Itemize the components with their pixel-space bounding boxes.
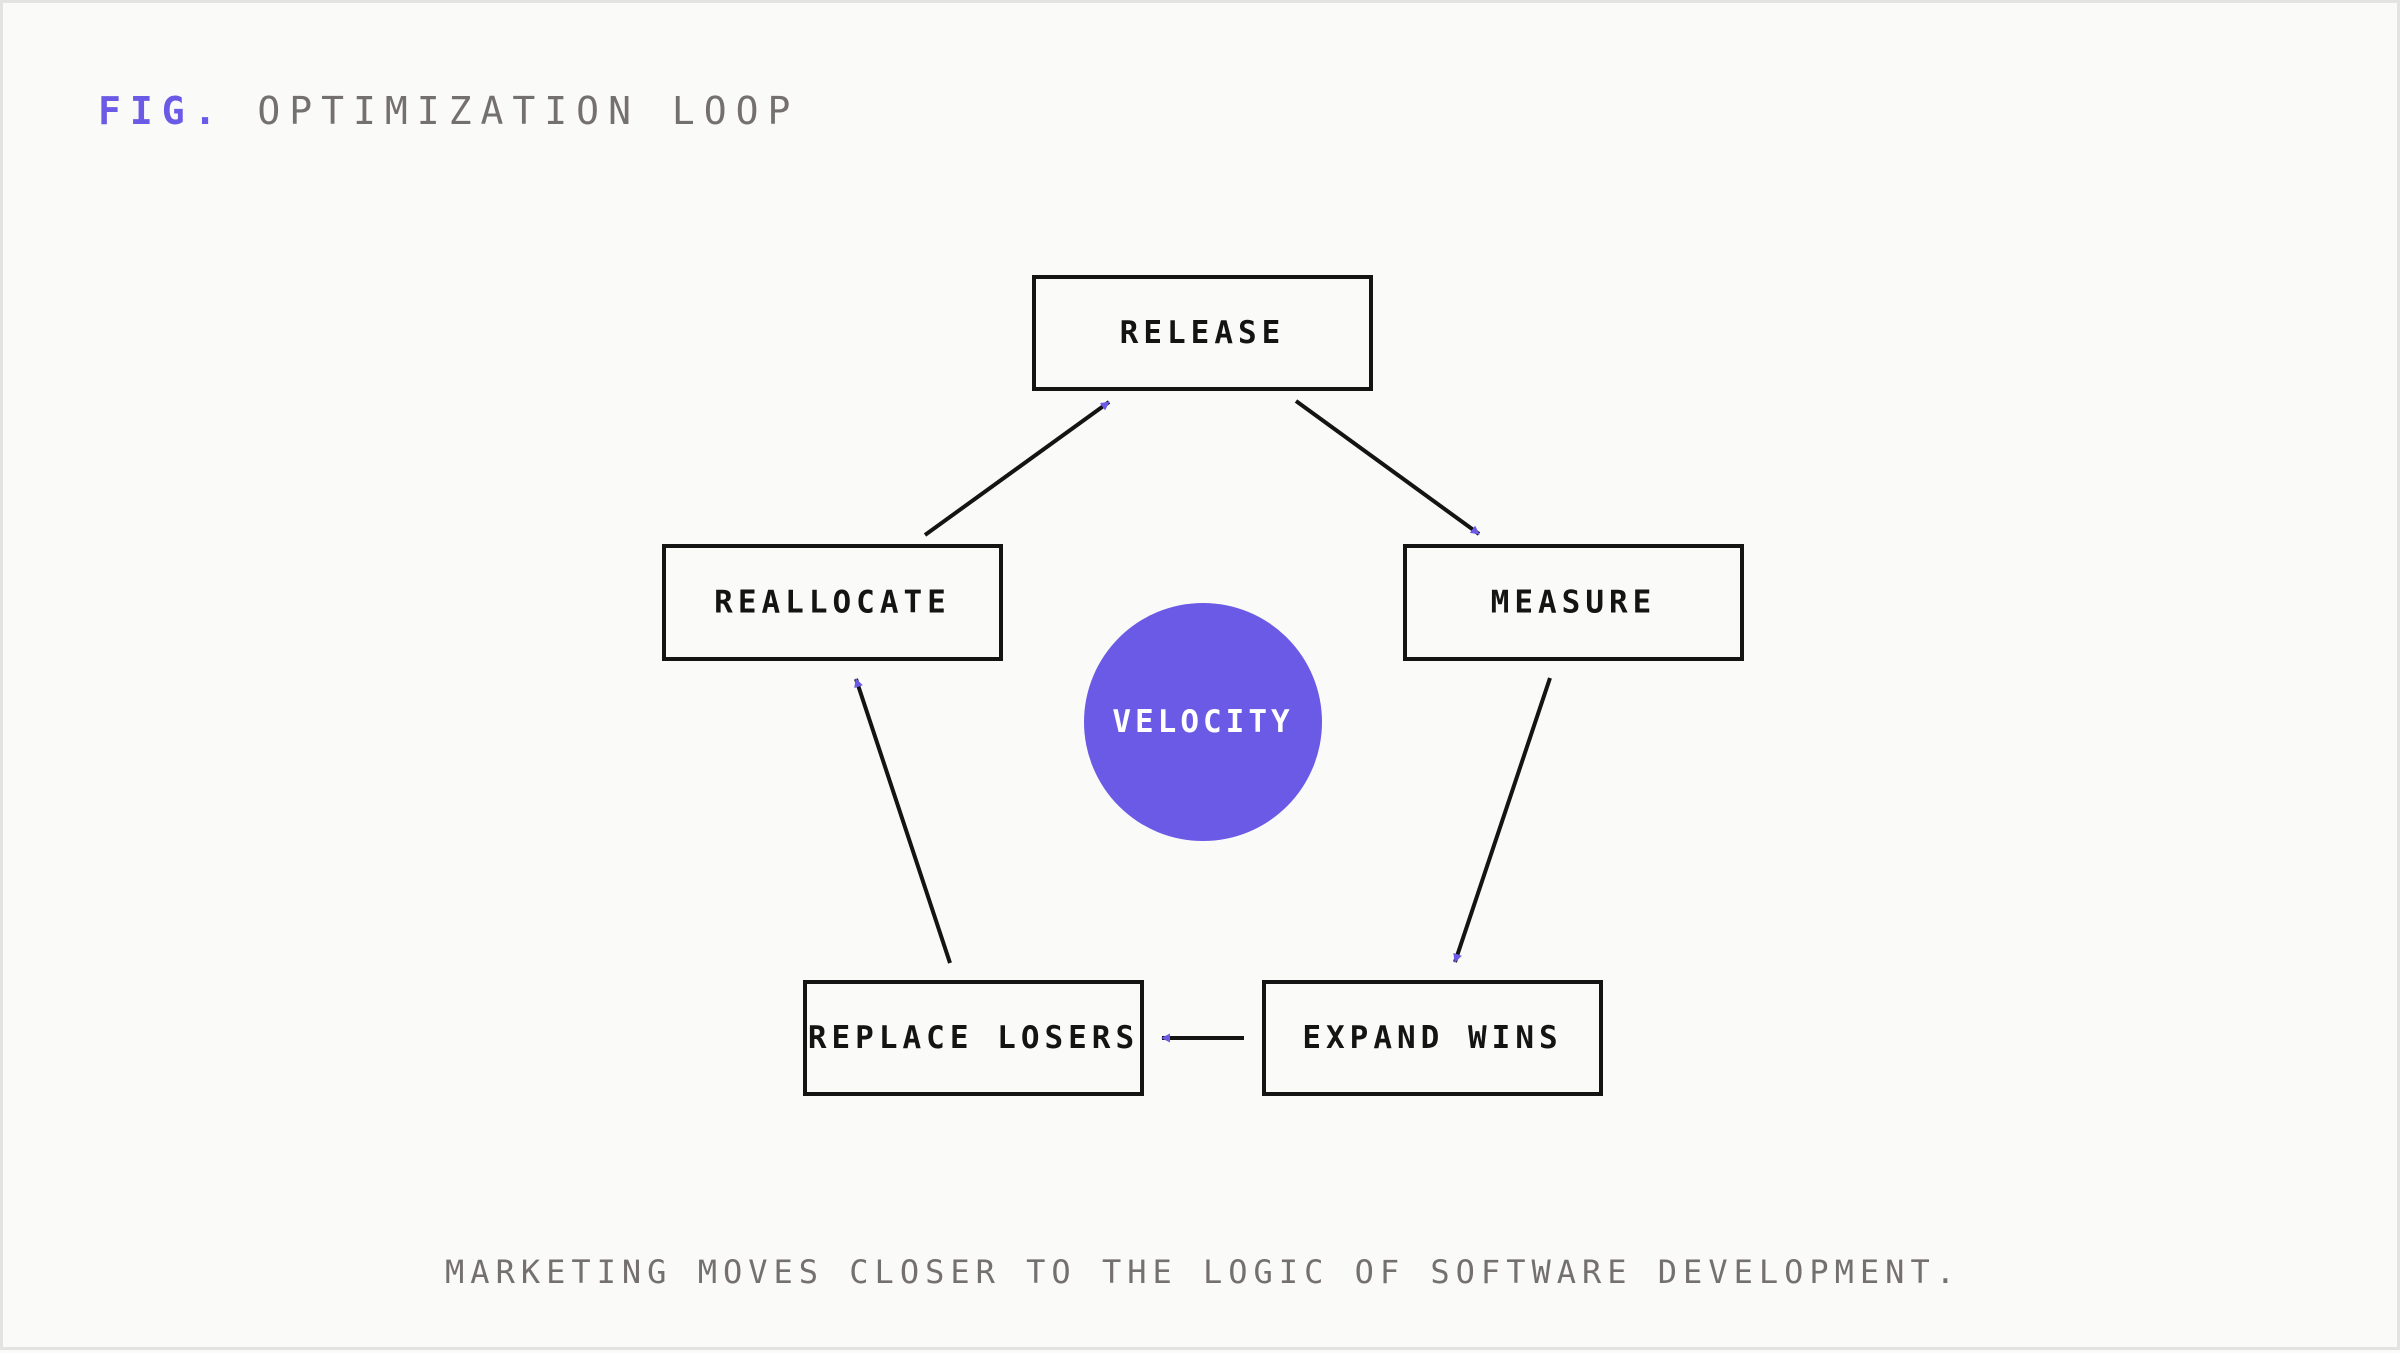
optimization-loop-diagram: RELEASE MEASURE EXPAND WINS REPLACE LOSE… [662,275,1744,1096]
edge-reallocate-to-release [923,400,1111,537]
node-replace-losers-label: REPLACE LOSERS [808,1020,1139,1056]
caption: MARKETING MOVES CLOSER TO THE LOGIC OF S… [445,1253,1961,1291]
figure-title: OPTIMIZATION LOOP [257,89,800,133]
node-expand-wins: EXPAND WINS [1262,980,1603,1096]
figure-heading: FIG. OPTIMIZATION LOOP [98,89,799,133]
figure-prefix: FIG. [98,89,226,133]
edge-release-to-measure [1294,399,1481,536]
hub-velocity: VELOCITY [1084,603,1322,841]
node-reallocate: REALLOCATE [662,544,1003,661]
node-replace-losers: REPLACE LOSERS [803,980,1144,1096]
node-reallocate-label: REALLOCATE [714,585,951,621]
edge-measure-to-expand-wins [1453,677,1552,963]
node-expand-wins-label: EXPAND WINS [1302,1020,1562,1056]
hub-circle [1084,603,1322,841]
hub-label: VELOCITY [1112,704,1293,740]
node-measure-label: MEASURE [1491,585,1657,621]
node-measure: MEASURE [1403,544,1744,661]
node-release-label: RELEASE [1120,315,1286,351]
node-release: RELEASE [1032,275,1373,391]
edge-replace-losers-to-reallocate [854,678,952,964]
